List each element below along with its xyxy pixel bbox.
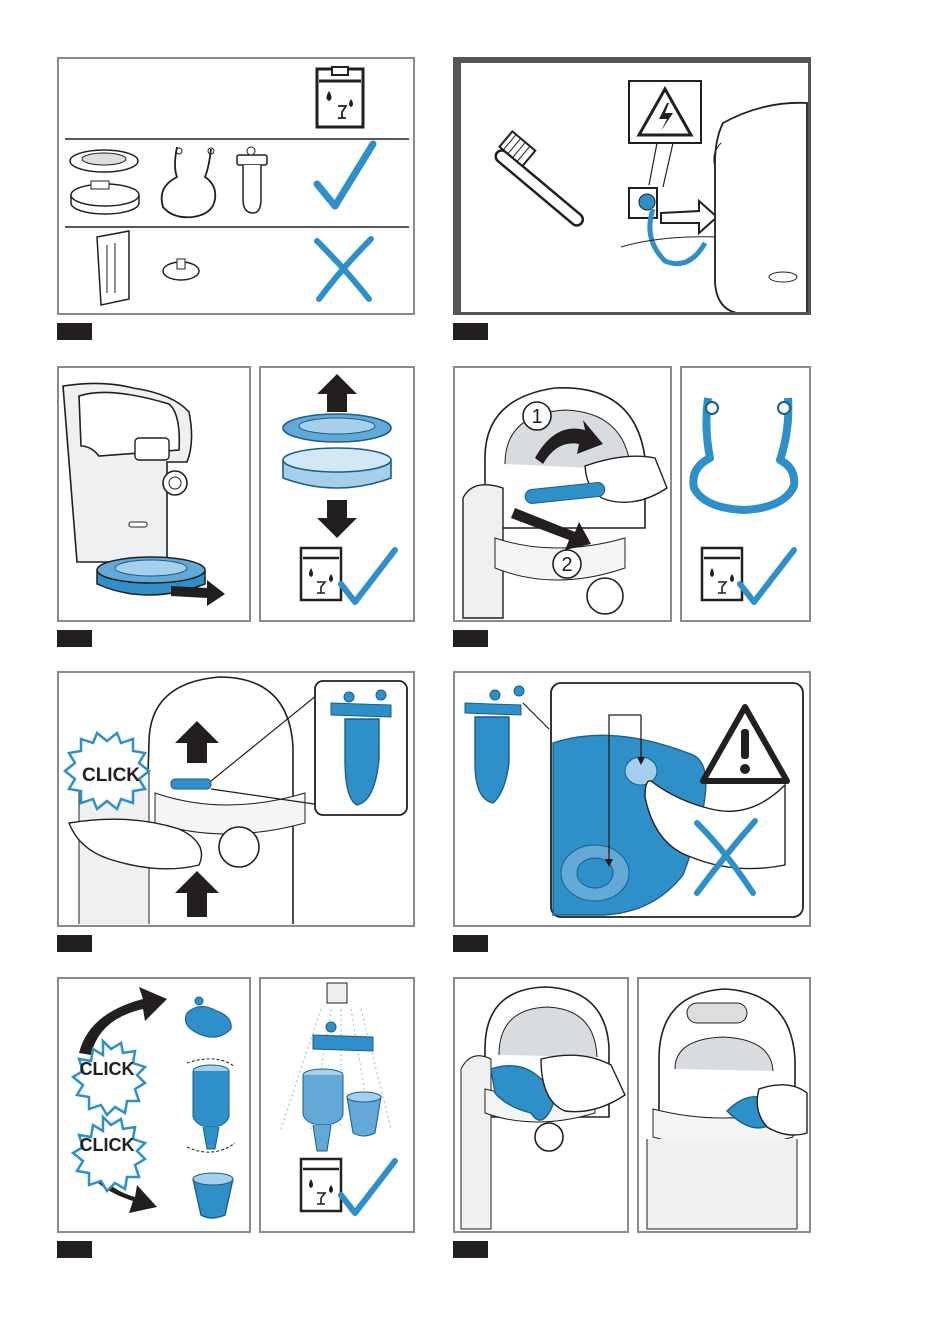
panel-remove-holder: 1 2 <box>453 366 672 622</box>
coffee-machine-icon <box>63 383 192 562</box>
panel-unplug-and-brush <box>453 57 811 315</box>
step-badge-8 <box>453 1241 488 1258</box>
panel-dishwasher-safe-parts <box>57 57 415 315</box>
brush-icon <box>492 131 598 228</box>
dishwasher-icon <box>301 548 341 600</box>
piercer-zoom <box>315 681 407 815</box>
piercer-body-icon <box>303 1069 343 1151</box>
panel-wipe-holder-area <box>453 977 629 1233</box>
panel-disassemble-piercer: CLICK CLICK <box>57 977 251 1233</box>
coffee-machine-icon <box>463 388 645 618</box>
step-badge-7 <box>57 1241 92 1258</box>
drip-tray-icon <box>283 448 391 488</box>
step-marker-2: 2 <box>553 550 581 578</box>
cross-icon <box>317 239 371 299</box>
piercer-body-icon <box>187 1059 235 1152</box>
electric-hazard-warning-icon <box>629 81 701 187</box>
tdisc-holder-icon <box>693 398 794 510</box>
step-badge-4 <box>453 630 488 647</box>
panel-holder-dishwasher <box>680 366 811 622</box>
piercer-sleeve-icon <box>193 1173 233 1218</box>
checkmark-icon <box>317 144 373 206</box>
arrow-up-icon <box>317 374 357 412</box>
hand-icon <box>541 1055 625 1112</box>
panel-remove-piercer: CLICK <box>57 671 415 927</box>
checkmark-icon <box>341 1161 395 1213</box>
checkmark-icon <box>341 550 395 602</box>
step-badge-2 <box>453 323 488 340</box>
piercer-in-machine <box>171 779 211 789</box>
panel-drip-tray-dishwasher <box>259 366 415 622</box>
checkmark-icon <box>740 550 794 602</box>
step-badge-3 <box>57 630 92 647</box>
drip-tray-icon <box>70 150 139 214</box>
click-label: CLICK <box>80 1135 135 1155</box>
panel-rinse-piercer <box>259 977 415 1233</box>
panel-piercer-warning <box>453 671 811 927</box>
click-label: CLICK <box>82 765 140 786</box>
piercer-icon <box>465 686 524 803</box>
tdisc-holder-icon <box>162 147 216 217</box>
step-number-2: 2 <box>561 554 572 576</box>
water-tank-icon <box>97 231 129 305</box>
dishwasher-icon <box>317 67 363 127</box>
step-marker-1: 1 <box>523 402 551 430</box>
step-badge-5 <box>57 935 92 952</box>
piercer-sleeve-icon <box>347 1092 381 1136</box>
coffee-machine-icon <box>714 103 807 312</box>
step-badge-6 <box>453 935 488 952</box>
panel-remove-drip-tray <box>57 366 251 622</box>
curved-arrow-up-icon <box>79 987 167 1055</box>
click-label: CLICK <box>80 1059 135 1079</box>
piercer-icon <box>237 147 267 213</box>
step-number-1: 1 <box>531 406 542 428</box>
valve-icon <box>163 259 199 280</box>
step-badge-1 <box>57 323 92 340</box>
arrow-down-icon <box>317 500 357 538</box>
piercer-zoom <box>551 683 803 917</box>
power-plug-icon <box>629 188 717 264</box>
panel-wipe-piercer-area <box>637 977 811 1233</box>
valve-cap-icon <box>185 997 231 1037</box>
valve-cap-icon <box>313 1022 373 1051</box>
dishwasher-icon <box>702 548 742 600</box>
dishwasher-icon <box>301 1159 341 1211</box>
click-burst-icon: CLICK <box>73 1117 145 1191</box>
drip-grid-icon <box>283 414 391 442</box>
